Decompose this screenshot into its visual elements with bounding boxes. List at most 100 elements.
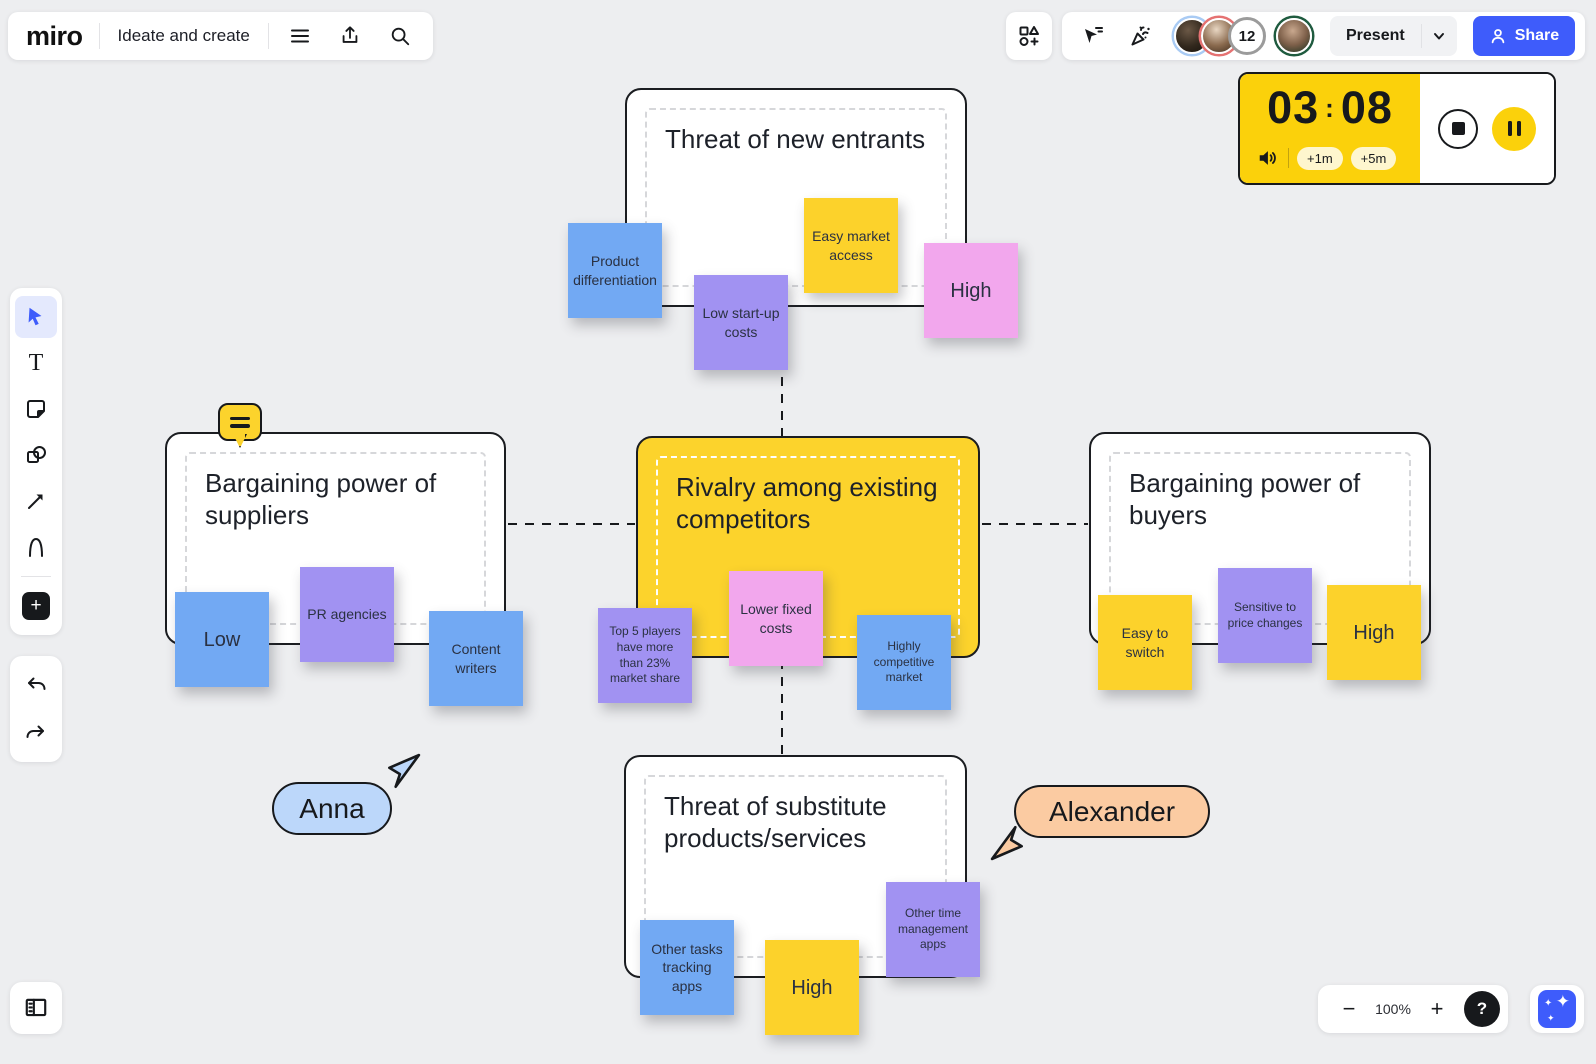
sticky-note[interactable]: Highly competitive market [857,615,951,710]
sticky-note[interactable]: Product differentiation [568,223,662,318]
frame-title: Threat of new entrants [665,124,926,154]
reactions-button[interactable] [1122,17,1160,55]
comment-line [230,416,250,420]
sticky-note[interactable]: High [924,243,1018,338]
sparkle-icon: ✦ [1544,998,1553,1009]
ai-assistant-card: ✦ ✦ ✦ [1530,985,1584,1033]
sticky-note[interactable]: PR agencies [300,567,394,662]
zoom-out-button[interactable]: − [1332,992,1366,1026]
chevron-down-icon [1434,33,1445,40]
timer-sound-button[interactable] [1254,145,1280,171]
frames-panel-button[interactable] [17,989,55,1027]
plus-icon: + [22,592,50,620]
timer-pause-button[interactable] [1492,106,1536,151]
widgets-icon [1019,26,1039,46]
frame[interactable]: Threat of new entrants [625,88,967,307]
frame-title: Rivalry among existing competitors [676,472,938,534]
undo-icon [28,677,46,690]
present-button[interactable]: Present [1330,16,1457,56]
follow-cursor-button[interactable] [1074,17,1112,55]
connector-line [781,660,783,756]
participants-count-badge[interactable]: 12 [1228,17,1266,55]
add-more-tools-button[interactable]: + [15,585,57,627]
sticky-note[interactable]: High [765,940,859,1035]
apps-card [1006,12,1052,60]
zoom-in-button[interactable]: + [1420,992,1454,1026]
timer-stop-button[interactable] [1438,108,1478,149]
help-button[interactable]: ? [1464,991,1500,1027]
sticky-note[interactable]: Low start-up costs [694,275,788,370]
avatar [1276,18,1312,54]
pause-icon [1507,121,1512,136]
sticky-note[interactable]: Easy to switch [1098,595,1192,690]
collaborator-name-label: Alexander [1014,785,1210,838]
zoom-level[interactable]: 100% [1375,1001,1411,1017]
sticky-note[interactable]: Sensitive to price changes [1218,568,1312,663]
main-menu-button[interactable] [281,17,319,55]
timer-add-5m-button[interactable]: +5m [1350,146,1397,170]
divider [21,576,51,577]
export-icon [342,26,358,43]
ai-assistant-button[interactable]: ✦ ✦ ✦ [1538,990,1576,1028]
collaborator-name-label: Anna [272,782,392,835]
timer-colon: : [1325,93,1335,123]
pen-tool[interactable] [15,526,57,568]
divider [98,23,100,49]
sticky-note[interactable]: Easy market access [804,198,898,293]
miro-logo: miro [26,20,83,51]
select-tool[interactable] [15,296,57,338]
redo-button[interactable] [15,712,57,754]
redo-icon [26,725,44,738]
speaker-icon [1259,151,1276,165]
share-button[interactable]: Share [1472,16,1576,56]
cursor-pointer-icon [990,823,1028,866]
share-label: Share [1514,27,1560,44]
hamburger-icon [290,29,309,43]
undo-button[interactable] [15,664,57,706]
sticky-note[interactable]: Low [175,592,269,687]
sticky-note-icon [27,400,45,418]
comment-badge[interactable] [218,403,262,441]
arrow-icon [28,494,43,509]
sticky-note[interactable]: Other time management apps [886,882,980,977]
search-button[interactable] [381,17,419,55]
sticky-note[interactable]: High [1327,585,1421,680]
zoom-controls: − 100% + ? [1318,985,1508,1033]
shapes-tool[interactable] [15,434,57,476]
sticky-note[interactable]: Top 5 players have more than 23% market … [598,608,692,703]
tools-toolbar: T + [10,288,62,635]
header-left-card: miro Ideate and create [8,12,433,60]
sticky-note[interactable]: Lower fixed costs [729,571,823,666]
timer-add-1m-button[interactable]: +1m [1297,146,1343,170]
collaborator-cursor: Anna [272,753,421,835]
frames-panel-card [10,982,62,1034]
timer-controls-panel [1420,74,1554,183]
present-dropdown[interactable] [1420,24,1457,48]
timer-seconds: 08 [1340,82,1393,133]
timer-display-panel: 03:08 +1m +5m [1240,74,1420,183]
board-title[interactable]: Ideate and create [117,26,250,45]
connector-tool[interactable] [15,480,57,522]
avatar-stack[interactable]: 12 [1174,17,1312,55]
text-tool[interactable]: T [15,342,57,384]
comment-line [230,424,250,428]
sparkle-icon: ✦ [1555,992,1570,1011]
sticky-note[interactable]: Other tasks tracking apps [640,920,734,1015]
sticky-note[interactable]: Content writers [429,611,523,706]
cursor-pointer-icon [383,753,421,796]
stop-icon [1451,122,1465,135]
connector-line [982,523,1088,525]
pause-icon [1516,121,1521,136]
sticky-note-tool[interactable] [15,388,57,430]
divider [267,23,269,49]
frame-title: Threat of substitute products/services [664,791,887,853]
text-tool-icon: T [28,349,44,376]
widgets-button[interactable] [1010,17,1048,55]
shapes-icon [27,446,46,463]
timer-minutes: 03 [1267,82,1320,133]
export-button[interactable] [331,17,369,55]
pen-icon [29,538,43,557]
history-toolbar [10,656,62,762]
